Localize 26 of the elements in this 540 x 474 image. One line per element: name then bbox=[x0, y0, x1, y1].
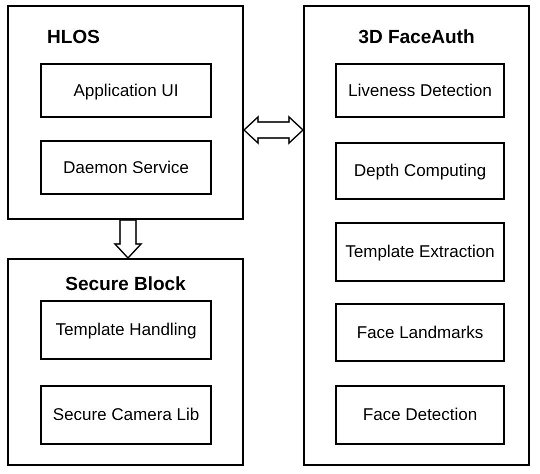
container-box bbox=[303, 5, 530, 466]
component-label: Secure Camera Lib bbox=[52, 404, 200, 426]
component-label: Template Extraction bbox=[345, 241, 495, 263]
component-label: Daemon Service bbox=[63, 156, 189, 178]
component-label: Application UI bbox=[74, 80, 178, 102]
component-box bbox=[40, 140, 212, 195]
component-label: Liveness Detection bbox=[348, 80, 492, 102]
component-box bbox=[335, 303, 505, 362]
container-box bbox=[7, 258, 244, 466]
component-label: Template Handling bbox=[56, 319, 196, 341]
component-label: Face Landmarks bbox=[356, 322, 484, 344]
component-box bbox=[40, 300, 212, 360]
container-title: Secure Block bbox=[64, 274, 187, 296]
container-title: HLOS bbox=[47, 27, 100, 49]
component-label: Depth Computing bbox=[354, 160, 486, 182]
component-box bbox=[335, 63, 505, 118]
block-arrow bbox=[113, 219, 143, 260]
component-box bbox=[40, 385, 212, 445]
container-title: 3D FaceAuth bbox=[357, 27, 476, 49]
block-arrow bbox=[242, 115, 304, 145]
component-box bbox=[335, 142, 505, 200]
component-box bbox=[40, 63, 212, 118]
component-box bbox=[335, 222, 505, 282]
component-box bbox=[335, 385, 505, 445]
container-box bbox=[7, 5, 244, 220]
component-label: Face Detection bbox=[362, 404, 478, 426]
